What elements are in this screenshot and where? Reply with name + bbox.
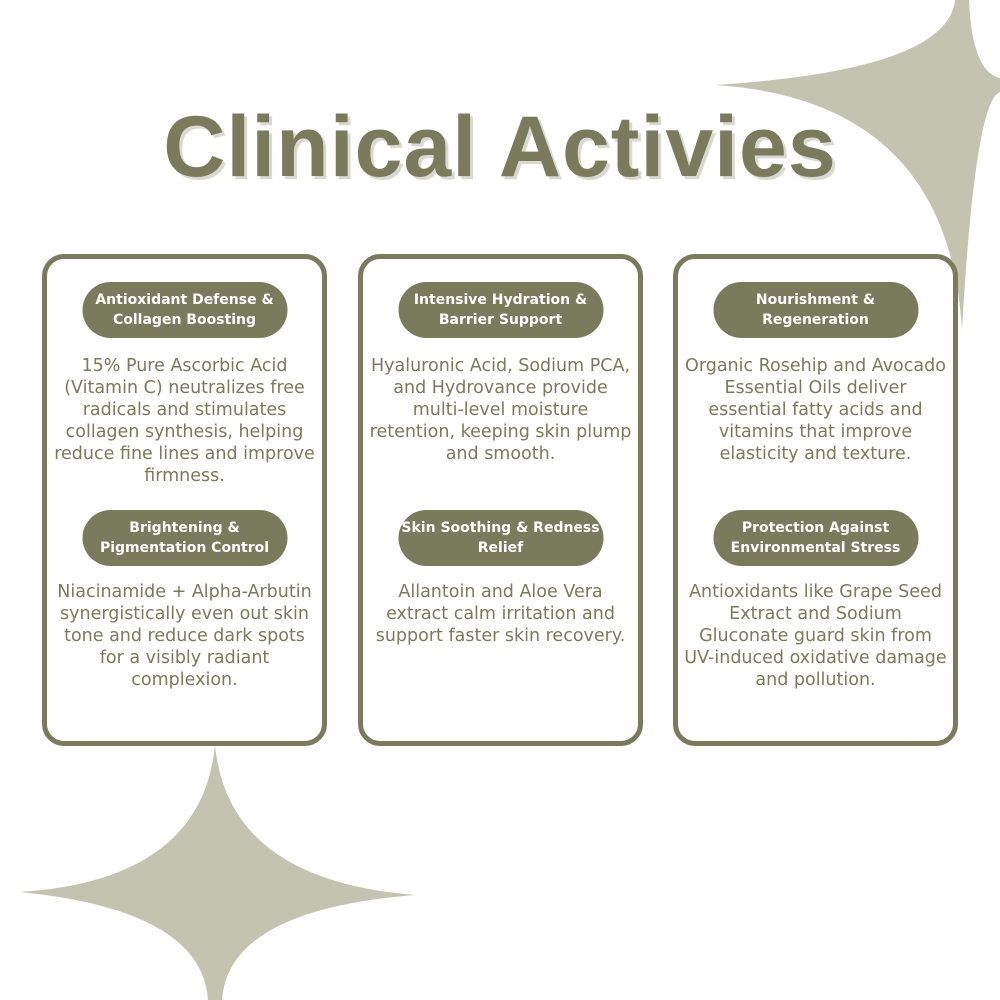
star-bottom-left	[20, 745, 415, 1000]
section-body: Hyaluronic Acid, Sodium PCA, and Hydrova…	[369, 356, 632, 464]
section-body: Allantoin and Aloe Vera extract calm irr…	[375, 582, 626, 646]
page-title: Clinical Activies	[163, 99, 837, 195]
section-body: 15% Pure Ascorbic Acid (Vitamin C) neutr…	[54, 356, 315, 486]
section-heading: Brightening & Pigmentation Control	[82, 510, 287, 566]
section-heading: Antioxidant Defense & Collagen Boosting	[82, 282, 287, 338]
section-body: Niacinamide + Alpha-Arbutin synergistica…	[57, 582, 312, 690]
card-2: Intensive Hydration & Barrier Support Hy…	[358, 254, 643, 746]
section-heading: Nourishment & Regeneration	[713, 282, 918, 338]
section-heading: Intensive Hydration & Barrier Support	[398, 282, 603, 338]
section-heading: Protection Against Environmental Stress	[713, 510, 918, 566]
card-1: Antioxidant Defense & Collagen Boosting …	[42, 254, 327, 746]
card-3: Nourishment & Regeneration Organic Roseh…	[673, 254, 958, 746]
star-top-right	[715, 0, 1000, 330]
section-body: Organic Rosehip and Avocado Essential Oi…	[685, 356, 946, 464]
section-heading: Skin Soothing & Redness Relief	[398, 510, 603, 566]
section-body: Antioxidants like Grape Seed Extract and…	[684, 582, 947, 690]
